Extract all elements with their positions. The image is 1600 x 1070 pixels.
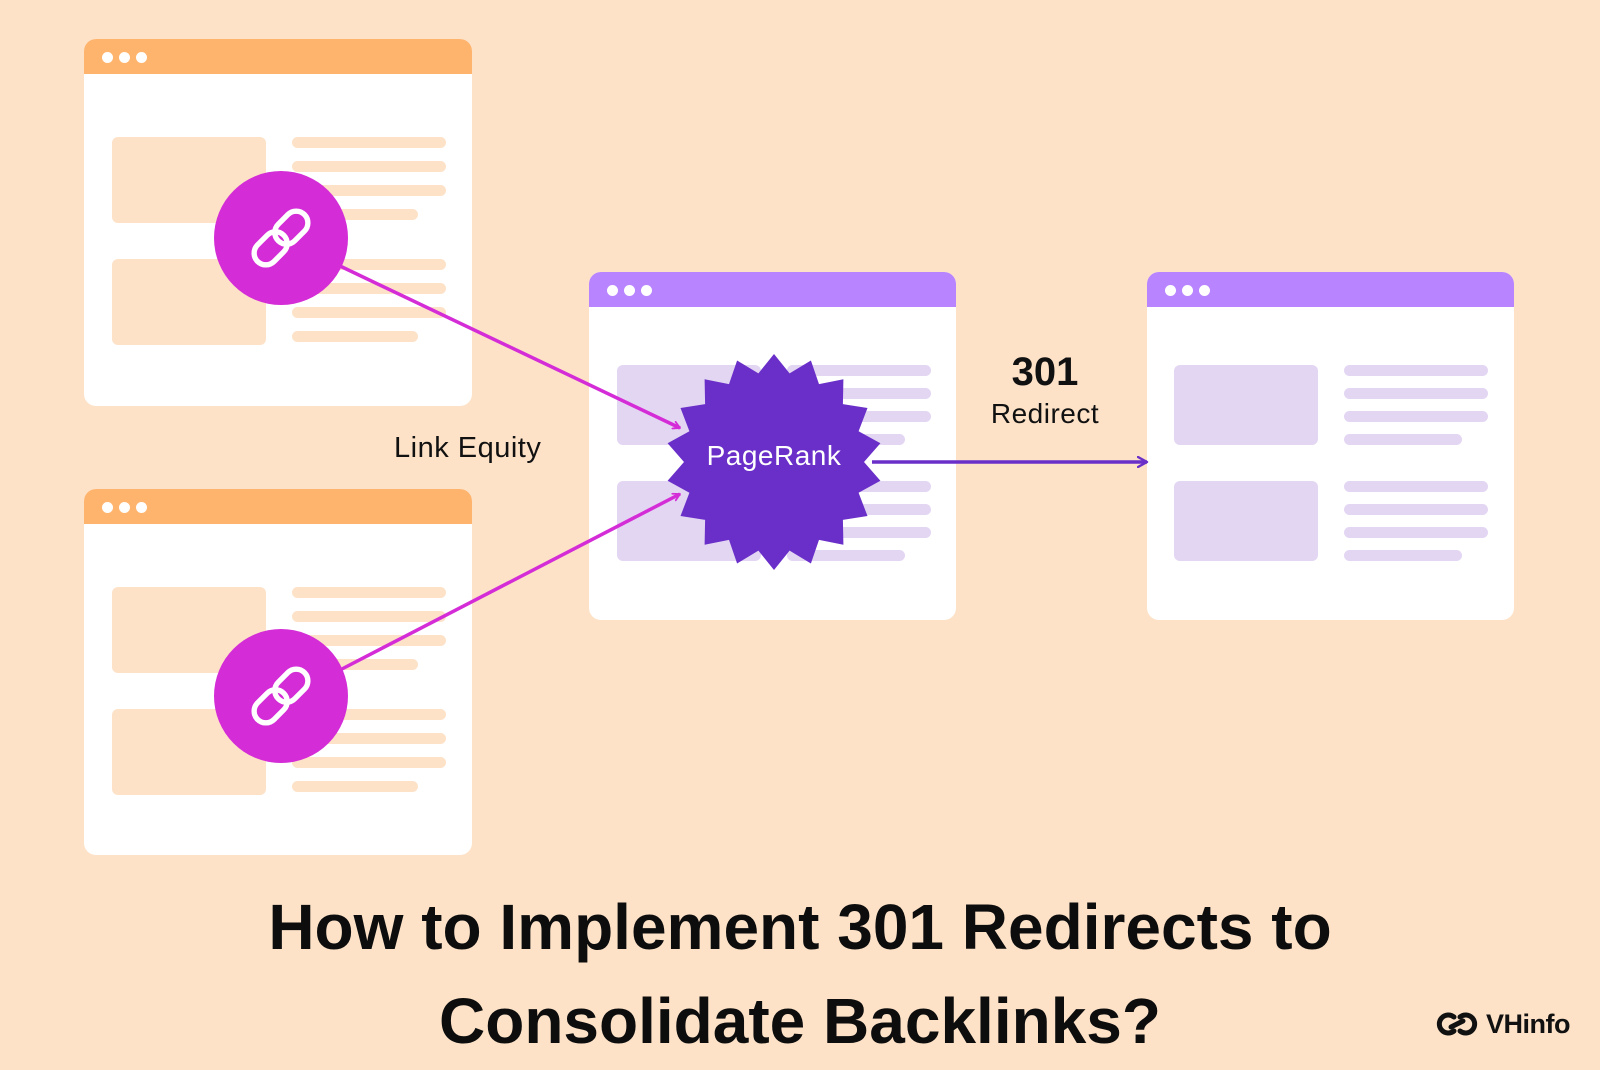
link-equity-arrow-bottom bbox=[339, 492, 680, 672]
window-title-bar bbox=[84, 39, 472, 74]
chain-link-icon bbox=[251, 666, 311, 726]
window-dots bbox=[1165, 285, 1210, 296]
window-title-bar bbox=[589, 272, 956, 307]
brand-name: VHinfo bbox=[1486, 1008, 1571, 1039]
image-placeholder bbox=[1174, 365, 1318, 445]
window-dots bbox=[102, 52, 147, 63]
window-title-bar bbox=[84, 489, 472, 524]
title-line-2: Consolidate Backlinks? bbox=[439, 985, 1161, 1057]
backlink-badge-bottom bbox=[214, 629, 348, 763]
source-page-top bbox=[84, 39, 472, 406]
brand-logo: VHinfo bbox=[1436, 1008, 1571, 1040]
window-title-bar bbox=[1147, 272, 1514, 307]
pagerank-badge bbox=[667, 354, 881, 570]
destination-page bbox=[1147, 272, 1514, 620]
window-dots bbox=[102, 502, 147, 513]
title-line-1: How to Implement 301 Redirects to bbox=[268, 891, 1332, 963]
chain-link-icon bbox=[1436, 1012, 1478, 1036]
backlink-badge-top bbox=[214, 171, 348, 305]
link-equity-label: Link Equity bbox=[394, 432, 542, 464]
link-equity-arrow-top bbox=[339, 264, 680, 430]
image-placeholder bbox=[1174, 481, 1318, 561]
page-title: How to Implement 301 Redirects to Consol… bbox=[100, 880, 1500, 1068]
redirect-label: Redirect bbox=[990, 398, 1100, 429]
chain-link-icon bbox=[251, 208, 311, 268]
source-page-bottom bbox=[84, 489, 472, 855]
window-dots bbox=[607, 285, 652, 296]
redirect-code-label: 301 bbox=[1011, 350, 1079, 394]
pagerank-label: PageRank bbox=[706, 440, 842, 471]
